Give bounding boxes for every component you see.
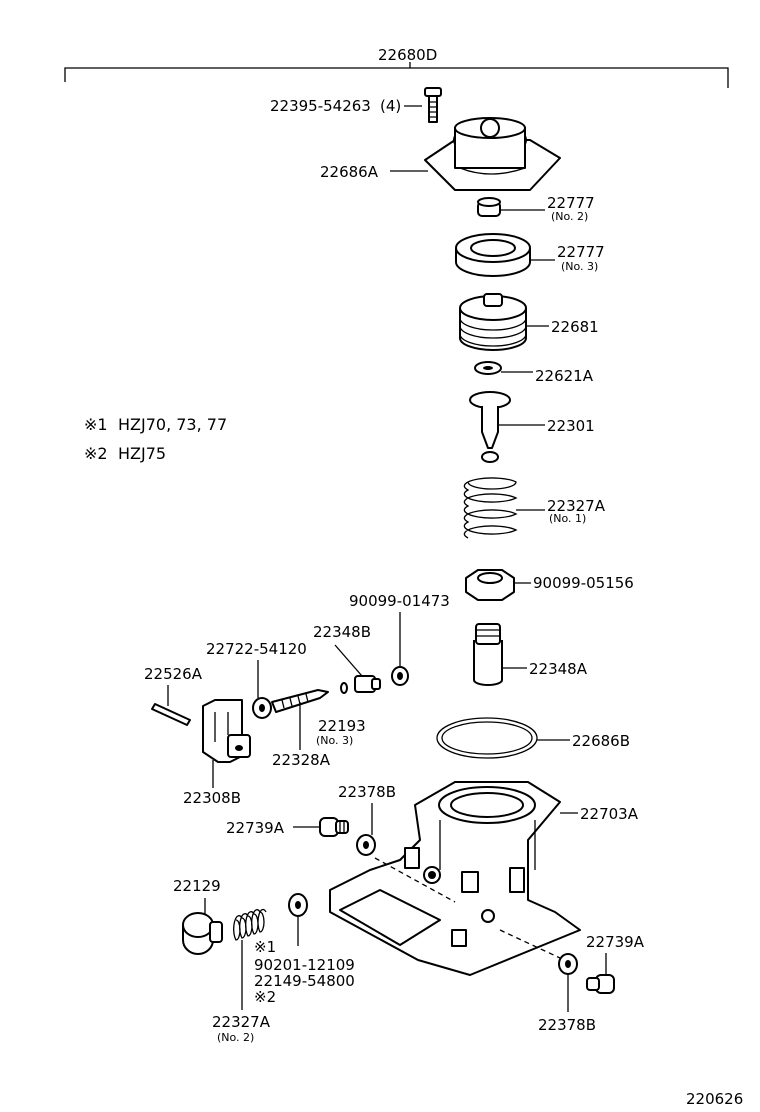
legend-mark-2: ※2 [84,444,108,463]
part-stopper-no3[interactable] [455,233,531,277]
part-bracket-22308B[interactable] [202,699,251,763]
legend-text-1: HZJ70, 73, 77 [118,415,227,434]
label-screw-qty: (4) [380,97,401,115]
legend-text-2: HZJ75 [118,444,166,463]
part-oring-22193[interactable] [340,682,348,694]
part-sleeve[interactable] [473,623,503,686]
part-housing[interactable] [329,781,581,976]
label-bracket-22308B: 22308B [183,789,241,807]
part-piston[interactable] [459,293,527,351]
mark-alt-1: ※1 [254,938,276,956]
label-stopper-no3: 22777 [557,243,605,261]
part-washer-alt[interactable] [288,893,308,917]
note-stopper-no2: (No. 2) [551,210,588,223]
part-nut[interactable] [465,569,515,601]
note-oring-22193: (No. 3) [316,734,353,747]
label-spring-no2: 22327A [212,1013,271,1031]
mark-alt-2: ※2 [254,988,276,1006]
label-ring-22621A: 22621A [535,367,594,385]
label-needle-22328A: 22328A [272,751,331,769]
part-bolt-22348B[interactable] [354,675,381,693]
label-nut: 90099-05156 [533,574,634,592]
part-ring-22621A[interactable] [474,361,502,375]
part-screw[interactable] [424,87,442,123]
drawing-number: 220626 [686,1090,743,1108]
label-piston: 22681 [551,318,599,336]
label-plug-left: 22739A [226,819,285,837]
label-oring-22193: 22193 [318,717,366,735]
label-oring-22686B: 22686B [572,732,630,750]
label-spring-no1: 22327A [547,497,606,515]
label-sleeve: 22348A [529,660,588,678]
part-plug-right[interactable] [586,974,615,994]
note-spring-no1: (No. 1) [549,512,586,525]
part-gasket-bottom[interactable] [558,953,578,975]
note-stopper-no3: (No. 3) [561,260,598,273]
label-stopper-no2: 22777 [547,194,595,212]
label-washer-54120: 22722-54120 [206,640,307,658]
legend: ※1 HZJ70, 73, 77 ※2 HZJ75 [84,415,227,463]
part-plug-left[interactable] [319,817,349,837]
part-washer-54120[interactable] [252,697,272,719]
part-needle-22328A[interactable] [271,689,329,713]
label-alt-part-1: 90201-12109 [254,956,355,974]
label-plug-right: 22739A [586,933,645,951]
assembly-label: 22680D [378,46,437,64]
label-alt-part-2: 22149-54800 [254,972,355,990]
label-washer-01473: 90099-01473 [349,592,450,610]
part-stopper-no2[interactable] [477,197,501,217]
legend-mark-1: ※1 [84,415,108,434]
part-spring-no1[interactable] [463,477,518,539]
label-pin-22526A: 22526A [144,665,203,683]
label-housing: 22703A [580,805,639,823]
label-valve: 22301 [547,417,595,435]
label-cap-22129: 22129 [173,877,221,895]
label-gasket-top: 22378B [338,783,396,801]
part-spring-no2[interactable] [233,908,267,941]
part-cap-22129[interactable] [182,912,223,955]
label-bolt-22348B: 22348B [313,623,371,641]
assembly-bracket: 22680D [64,46,729,88]
part-oring-22686B[interactable] [436,717,538,759]
part-pin-22526A[interactable] [151,703,191,726]
label-cover: 22686A [320,163,379,181]
part-valve[interactable] [469,391,511,463]
note-spring-no2: (No. 2) [217,1031,254,1044]
label-gasket-bottom: 22378B [538,1016,596,1034]
part-cover[interactable] [424,117,561,191]
part-washer-01473[interactable] [391,666,409,686]
label-screw: 22395-54263 [270,97,371,115]
part-gasket-top[interactable] [356,834,376,856]
